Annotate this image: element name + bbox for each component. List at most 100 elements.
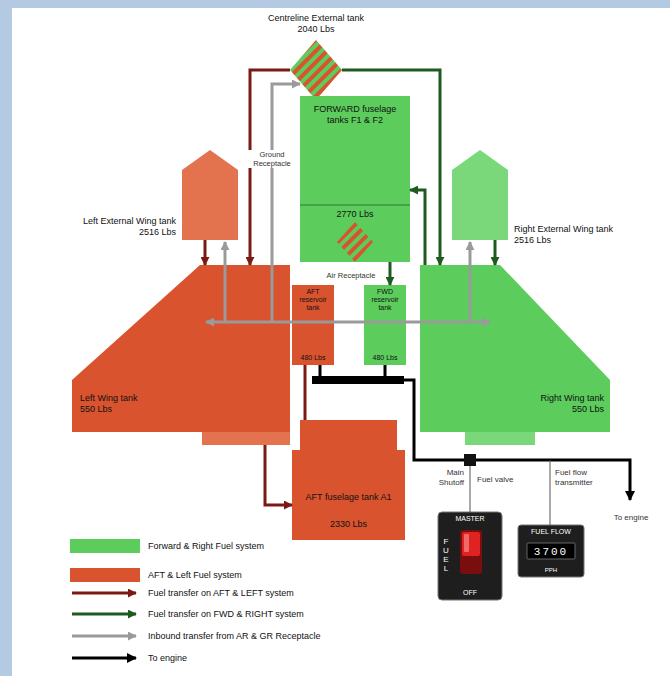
tank-capacity: 2770 Lbs <box>336 209 373 220</box>
panel-part <box>462 532 480 556</box>
tank-name: Left Wing tank <box>80 393 138 404</box>
legend-arrow-line <box>72 613 136 616</box>
fuel-transfer-arrow <box>494 240 497 265</box>
tank-shape <box>292 285 334 365</box>
feed-manifold <box>312 376 404 384</box>
receptacle-label: Ground Receptacle <box>248 150 296 168</box>
valve-label: Fuel valve <box>477 475 513 485</box>
gauge-title: FUEL FLOW <box>531 528 571 536</box>
legend-swatch <box>70 539 140 553</box>
fuselage-tank: FORWARD fuselage tanks F1 & F2 2770 Lbs <box>300 96 410 262</box>
legend-row: Fuel transfer on AFT & LEFT system <box>70 585 294 601</box>
external-tank: Left External Wing tank2516 Lbs <box>182 150 238 240</box>
panel <box>12 8 670 676</box>
tank-shape <box>300 96 410 262</box>
legend-row: AFT & Left Fuel system <box>70 567 242 583</box>
legend-text: To engine <box>148 653 187 664</box>
fuel-transfer-arrow <box>204 240 207 265</box>
legend-text: Forward & Right Fuel system <box>148 541 264 552</box>
legend-arrow-line <box>72 635 136 638</box>
gauge-reading: 3700 <box>534 546 568 558</box>
grey-pipe <box>224 242 227 322</box>
black-pipe <box>403 380 630 500</box>
grey-pipe <box>272 84 300 322</box>
reservoir-tank: AFT reservoir tank 480 Lbs <box>292 285 334 365</box>
tank-outline <box>452 150 508 240</box>
tank-name: Right Wing tank <box>540 393 604 404</box>
engine-feed <box>312 365 630 525</box>
legend-text: Inbound transfer from AR & GR Receptacle <box>148 631 321 642</box>
external-tank: Right External Wing tank2516 Lbs <box>452 150 508 240</box>
legend-arrow-line <box>72 657 136 660</box>
tank-shape <box>420 265 610 432</box>
panel-part <box>438 512 502 600</box>
fuel-transfer-arrow <box>389 262 392 285</box>
switch-label: MASTER <box>455 515 484 523</box>
wing-tank: Left Wing tank550 Lbs <box>72 265 290 445</box>
external-tank: Centreline External tank2040 Lbs <box>290 40 342 100</box>
legend-arrow <box>70 651 140 665</box>
legend-swatch <box>70 568 140 582</box>
transmitter-leader <box>550 460 551 525</box>
fuel-transfer-arrow <box>304 365 307 420</box>
tank-heading: Left External Wing tank2516 Lbs <box>52 216 176 238</box>
panel-part <box>527 543 575 559</box>
switch-label: OFF <box>463 589 477 597</box>
tank-divider <box>300 205 410 206</box>
tank-shape <box>202 432 290 445</box>
tank-name: Left External Wing tank <box>52 216 176 227</box>
panel-part <box>464 534 469 552</box>
legend-arrow <box>70 586 140 600</box>
fuel-transfer-arrow <box>410 190 425 265</box>
legend-row: Forward & Right Fuel system <box>70 538 264 554</box>
tank-shape <box>452 150 508 240</box>
legend-text: Fuel transfer on AFT & LEFT system <box>148 588 294 599</box>
engine-label: To engine <box>614 513 649 523</box>
master-switch: MASTER FUEL OFF <box>438 512 502 600</box>
tank-shape <box>72 265 290 432</box>
tank-shape <box>465 432 535 445</box>
tank-name: FORWARD fuselage tanks F1 & F2 <box>304 104 406 126</box>
tank-heading: Centreline External tank2040 Lbs <box>220 13 412 35</box>
receptacle-label-box: Ground Receptacle <box>248 150 296 170</box>
transmitter-label: Fuel flow transmitter <box>555 468 613 487</box>
reservoir-tank: FWD reservoir tank 480 Lbs <box>364 285 406 365</box>
tank-heading: Right External Wing tank2516 Lbs <box>514 224 664 246</box>
switch-label: FUEL <box>442 538 450 573</box>
tank-capacity: 480 Lbs <box>373 354 398 362</box>
grey-pipe <box>272 321 490 324</box>
tank-name: FWD reservoir tank <box>366 288 404 312</box>
gauge-unit: PPH <box>545 567 557 574</box>
receptacle-label-box: Air Receptacle <box>322 264 380 282</box>
legend-arrow-line <box>72 592 136 595</box>
tank-shape <box>182 150 238 240</box>
fuel-transfer-arrow <box>265 445 292 505</box>
tank-capacity: 2516 Lbs <box>52 227 176 238</box>
shutoff-valve <box>464 454 476 466</box>
legend-row: Fuel transfer on FWD & RIGHT system <box>70 606 304 622</box>
panel-part <box>518 525 584 577</box>
valve-leader <box>470 466 471 512</box>
grey-pipe <box>206 321 272 324</box>
valve-label: Main Shutoff <box>420 468 464 487</box>
valve-label-box: Main Shutoff <box>420 468 464 489</box>
receptacle-label: Air Receptacle <box>326 271 377 280</box>
legend-arrow <box>70 607 140 621</box>
tank-capacity: 2330 Lbs <box>330 519 367 530</box>
tank-capacity: 480 Lbs <box>301 354 326 362</box>
tank-capacity: 550 Lbs <box>80 404 112 415</box>
tank-shape <box>292 420 405 540</box>
tank-name: Right External Wing tank <box>514 224 664 235</box>
tank-outline <box>290 40 342 100</box>
tank-shape <box>337 222 373 262</box>
tank-outline <box>72 265 290 445</box>
tank-name: AFT reservoir tank <box>294 288 332 312</box>
fuel-flow-gauge: FUEL FLOW 3700PPH <box>518 525 584 577</box>
fuel-transfer-arrow <box>342 70 440 265</box>
panel-part <box>460 530 482 574</box>
legend-text: Fuel transfer on FWD & RIGHT system <box>148 609 304 620</box>
tank-shape <box>290 40 342 100</box>
tank-capacity: 550 Lbs <box>572 404 604 415</box>
transmitter-label-box: Fuel flow transmitter <box>555 468 613 489</box>
